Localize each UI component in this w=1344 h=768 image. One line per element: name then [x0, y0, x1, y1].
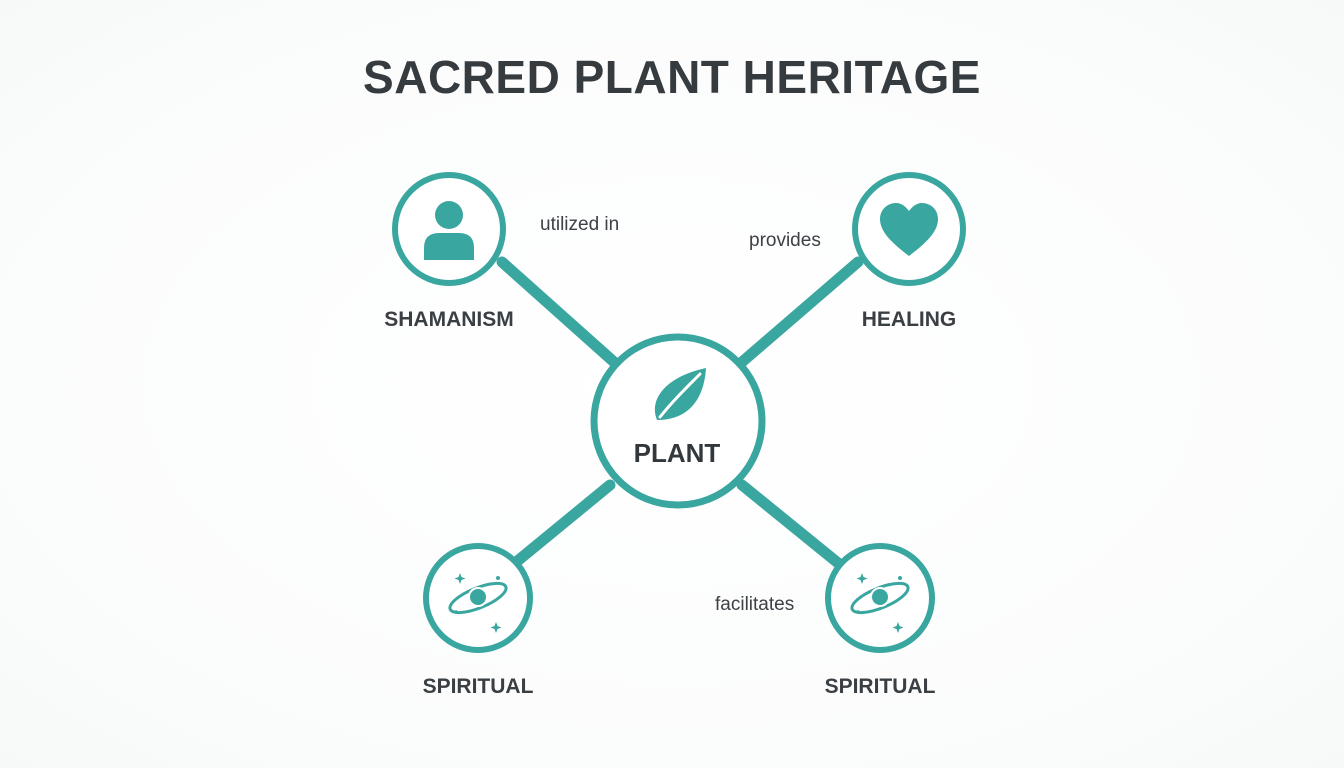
leaf-icon: [654, 368, 706, 420]
edge-shamanism: [496, 256, 620, 368]
node-label-healing: HEALING: [862, 308, 957, 331]
edge-healing: [736, 256, 864, 368]
heart-icon: [880, 203, 938, 256]
edge-label-facilitates: facilitates: [715, 594, 794, 615]
edge-label-utilized-in: utilized in: [540, 214, 619, 235]
center-label-plant: PLANT: [634, 438, 721, 468]
node-label-spiritual-right: SPIRITUAL: [825, 675, 936, 698]
node-healing: [852, 172, 966, 286]
person-icon: [424, 201, 474, 260]
edge-spiritual-right: [736, 479, 844, 569]
node-label-spiritual-left: SPIRITUAL: [423, 675, 534, 698]
node-plant: [590, 333, 766, 509]
planet-icon: [850, 573, 910, 633]
node-label-shamanism: SHAMANISM: [384, 308, 514, 331]
node-shamanism: [392, 172, 506, 286]
planet-icon: [448, 573, 508, 633]
diagram-title: SACRED PLANT HERITAGE: [363, 51, 981, 103]
edge-spiritual-left: [509, 479, 616, 569]
node-spiritual-right: [825, 543, 935, 653]
edge-label-provides: provides: [749, 230, 821, 251]
node-spiritual-left: [423, 543, 533, 653]
